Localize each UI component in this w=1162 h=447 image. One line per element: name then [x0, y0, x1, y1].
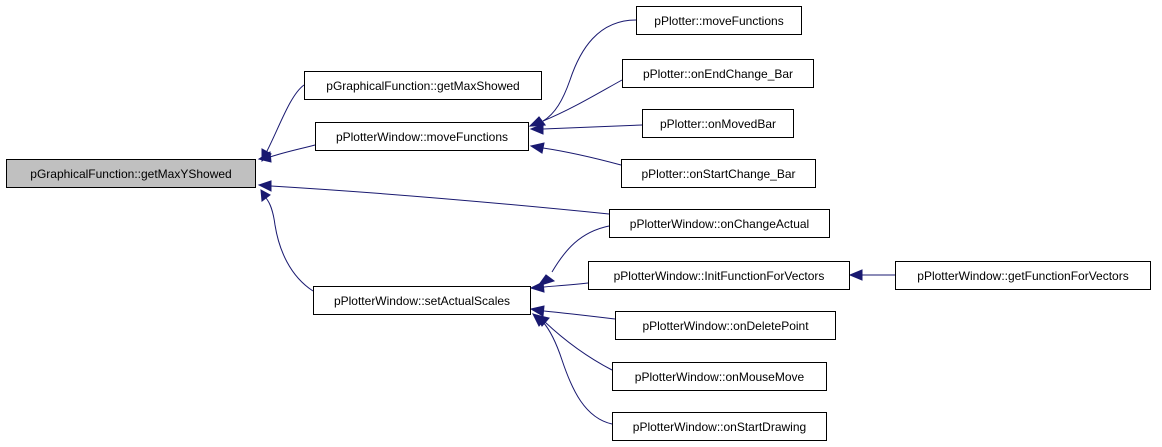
node-onchangeactual[interactable]: pPlotterWindow::onChangeActual — [609, 209, 830, 238]
arrowhead-onchangeactual-to-getmaxyshowed — [257, 180, 272, 192]
node-onstartdrawing[interactable]: pPlotterWindow::onStartDrawing — [612, 412, 827, 441]
edge-getmaxshowed-to-getmaxyshowed — [265, 84, 305, 154]
arrowhead-setactualscales-to-getmaxyshowed — [260, 189, 271, 202]
node-plotter-movefunctions[interactable]: pPlotter::moveFunctions — [636, 6, 802, 35]
edge-setactualscales-to-getmaxyshowed — [265, 197, 314, 292]
edge-onstartchangebar-to-window-movefunctions — [542, 147, 622, 166]
edge-ondeletepoint-to-setactualscales — [543, 310, 616, 320]
arrowhead-onstartchangebar-to-window-movefunctions — [529, 142, 545, 154]
arrowhead-onendchangebar-to-window-movefunctions — [529, 116, 546, 127]
arrowhead-ondeletepoint-to-setactualscales — [529, 305, 545, 317]
node-onmousemove[interactable]: pPlotterWindow::onMouseMove — [612, 362, 827, 391]
edge-onendchangebar-to-window-movefunctions — [542, 79, 623, 122]
node-ondeletepoint[interactable]: pPlotterWindow::onDeletePoint — [615, 311, 836, 340]
node-window-movefunctions[interactable]: pPlotterWindow::moveFunctions — [315, 122, 529, 151]
edge-onmovedbar-to-window-movefunctions — [542, 124, 643, 130]
node-getfunctionforvectors[interactable]: pPlotterWindow::getFunctionForVectors — [895, 261, 1151, 290]
edge-initfunctionforvectors-to-setactualscales — [543, 282, 589, 288]
edge-window-movefunctions-to-getmaxyshowed — [269, 144, 316, 158]
node-getmaxshowed[interactable]: pGraphicalFunction::getMaxShowed — [304, 71, 542, 100]
edge-plotter-movefunctions-to-window-movefunctions — [542, 19, 637, 122]
node-getmaxyshowed: pGraphicalFunction::getMaxYShowed — [6, 159, 256, 188]
node-onendchange-bar[interactable]: pPlotter::onEndChange_Bar — [622, 59, 814, 88]
arrowhead-onstartdrawing-to-setactualscales — [532, 313, 547, 327]
arrowhead-onmovedbar-to-window-movefunctions — [529, 123, 544, 135]
edge-onchangeactual-to-getmaxyshowed — [270, 185, 610, 215]
node-initfunctionforvectors[interactable]: pPlotterWindow::InitFunctionForVectors — [588, 261, 850, 290]
arrowhead-initfunctionforvectors-to-setactualscales — [529, 281, 545, 293]
arrowhead-getfunctionforvectors-to-initfunctionforvectors — [848, 269, 863, 281]
node-setactualscales[interactable]: pPlotterWindow::setActualScales — [313, 286, 531, 315]
node-onstartchange-bar[interactable]: pPlotter::onStartChange_Bar — [621, 159, 816, 188]
edge-onchangeactual-to-setactualscales — [551, 225, 610, 273]
edge-onmousemove-to-setactualscales — [544, 321, 613, 371]
edge-onstartdrawing-to-setactualscales — [542, 321, 613, 425]
node-onmovedbar[interactable]: pPlotter::onMovedBar — [642, 109, 794, 138]
arrowhead-window-movefunctions-to-getmaxyshowed — [257, 151, 272, 163]
